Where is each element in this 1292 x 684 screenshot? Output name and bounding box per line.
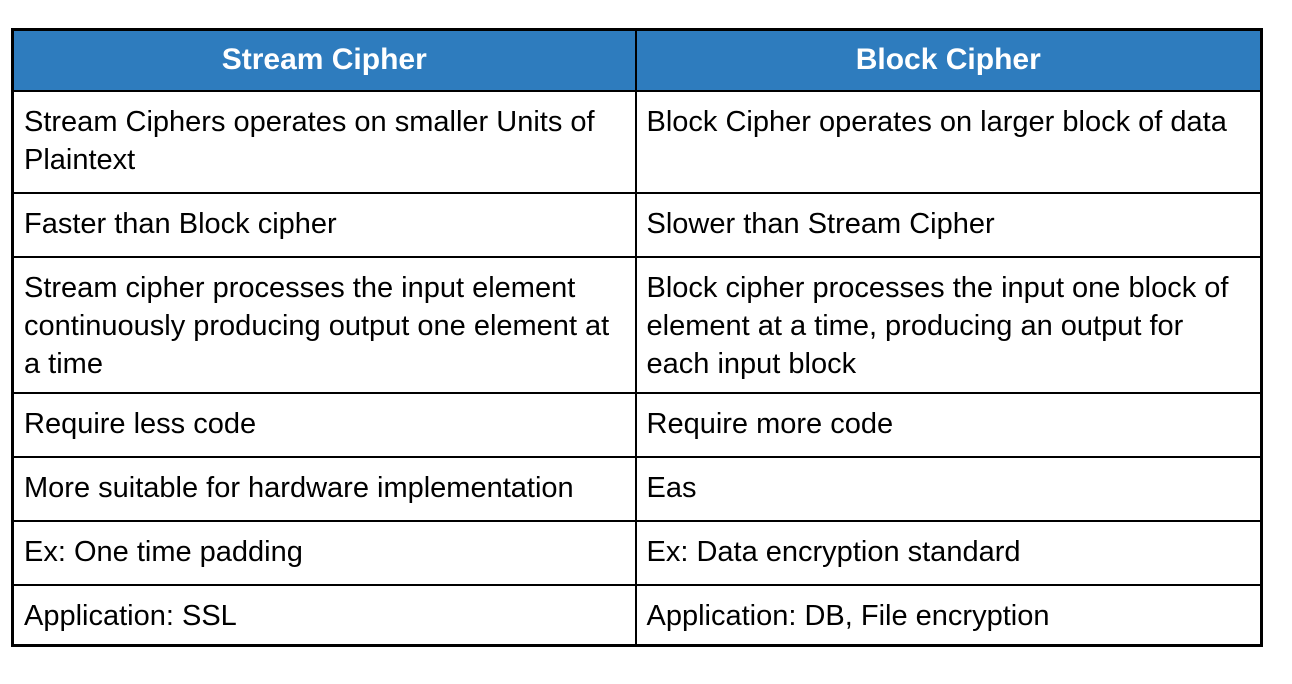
stream-cipher-cell: More suitable for hardware implementatio… [11,455,637,522]
block-cipher-cell: Application: DB, File encryption [634,583,1263,647]
block-cipher-cell: Require more code [634,391,1263,458]
block-cipher-column-header: Block Cipher [634,28,1263,92]
stream-cipher-column-header: Stream Cipher [11,28,637,92]
block-cipher-cell: Block Cipher operates on larger block of… [634,89,1263,194]
stream-cipher-cell: Require less code [11,391,637,458]
stream-cipher-cell: Application: SSL [11,583,637,647]
block-cipher-cell: Slower than Stream Cipher [634,191,1263,258]
table-header-row: Stream Cipher Block Cipher [11,28,1263,92]
block-cipher-cell: Ex: Data encryption standard [634,519,1263,586]
stream-cipher-cell: Stream Ciphers operates on smaller Units… [11,89,637,194]
table-body: Stream Ciphers operates on smaller Units… [11,89,1263,647]
stream-cipher-cell: Stream cipher processes the input elemen… [11,255,637,394]
table-row: Stream cipher processes the input elemen… [11,255,1263,394]
cipher-comparison-table: Stream Cipher Block Cipher Stream Cipher… [11,28,1263,647]
block-cipher-cell: Block cipher processes the input one blo… [634,255,1263,394]
table-row: Stream Ciphers operates on smaller Units… [11,89,1263,194]
stream-cipher-cell: Faster than Block cipher [11,191,637,258]
block-cipher-cell: Eas [634,455,1263,522]
comparison-table-container: Stream Cipher Block Cipher Stream Cipher… [11,28,1263,647]
stream-cipher-cell: Ex: One time padding [11,519,637,586]
table-row: More suitable for hardware implementatio… [11,455,1263,522]
